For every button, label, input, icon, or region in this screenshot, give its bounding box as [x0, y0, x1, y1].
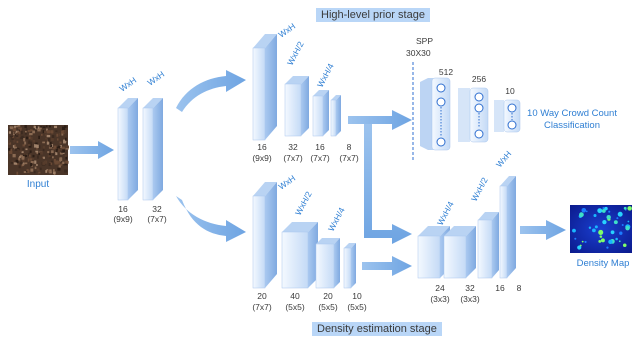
prior-layer2-dim: WxH/2 [285, 39, 306, 66]
prior-layer1-kernel: (9x9) [252, 153, 272, 163]
prior-layer-2 [284, 76, 309, 137]
fusion-layer-3 [477, 212, 499, 279]
prior-layer-3 [312, 90, 329, 137]
prior-layer2-channels: 32 [288, 142, 298, 152]
fusion-layer-2 [443, 226, 476, 279]
prior-layer1-dim: WxH [276, 21, 297, 40]
fc-256 [458, 87, 489, 143]
input-conv1-kernel: (9x9) [113, 214, 133, 224]
density-layer2-channels: 40 [290, 291, 300, 301]
fusion-layer2-dim: WxH/2 [469, 175, 490, 202]
density-layer-3 [315, 238, 340, 289]
density-layer-2 [281, 222, 318, 289]
prior-layer4-channels: 8 [347, 142, 352, 152]
prior-layer3-kernel: (7x7) [310, 153, 330, 163]
arrow-to-density-map [520, 220, 566, 240]
fc-10 [494, 99, 521, 133]
density-layer-1 [252, 182, 277, 289]
input-image [8, 125, 69, 176]
prior-layer1-channels: 16 [257, 142, 267, 152]
fusion-layer1-kernel: (3x3) [430, 294, 450, 304]
fusion-layer4-channels: 8 [517, 283, 522, 293]
prior-layer-4 [330, 95, 341, 137]
fusion-layer1-channels: 24 [435, 283, 445, 293]
spp-title: SPP [416, 36, 433, 46]
prior-layer3-dim: WxH/4 [315, 61, 336, 88]
density-layer1-kernel: (7x7) [252, 302, 272, 312]
density-layer3-kernel: (5x5) [318, 302, 338, 312]
density-map-label: Density Map [577, 258, 630, 269]
stage-title-top: High-level prior stage [316, 8, 430, 22]
arrow-to-density [176, 196, 246, 242]
arrow-prior-to-spp [348, 110, 412, 130]
input-conv1-channels: 16 [118, 204, 128, 214]
density-layer1-channels: 20 [257, 291, 267, 301]
prior-layer-1 [252, 34, 277, 141]
fusion-layer4-dim: WxH [494, 149, 514, 170]
arrow-prior-to-fusion [364, 124, 412, 244]
density-layer4-kernel: (5x5) [347, 302, 367, 312]
fusion-layer-4 [499, 176, 516, 279]
fusion-layer2-channels: 32 [465, 283, 475, 293]
classification-label-line1: 10 Way Crowd Count [527, 108, 617, 119]
prior-layer3-channels: 16 [315, 142, 325, 152]
density-layer3-dim: WxH/4 [326, 205, 347, 232]
input-label: Input [27, 179, 49, 190]
fusion-layer3-channels: 16 [495, 283, 505, 293]
input-conv-2 [142, 98, 163, 201]
density-map-image [570, 205, 632, 253]
input-conv2-dim: WxH [145, 69, 166, 88]
arrow-to-prior [176, 70, 246, 112]
fusion-layer1-dim: WxH/4 [435, 199, 456, 226]
density-layer-4 [343, 243, 356, 289]
prior-layer4-kernel: (7x7) [339, 153, 359, 163]
arrow-density-to-fusion [362, 256, 412, 276]
stage-title-bottom: Density estimation stage [312, 322, 442, 336]
prior-layer2-kernel: (7x7) [283, 153, 303, 163]
fc-512-label: 512 [439, 67, 453, 77]
fc-256-label: 256 [472, 74, 486, 84]
density-layer1-dim: WxH [276, 173, 297, 192]
density-layer2-dim: WxH/2 [293, 189, 314, 216]
spp-size: 30X30 [406, 48, 431, 58]
input-conv1-dim: WxH [117, 75, 138, 94]
input-conv2-channels: 32 [152, 204, 162, 214]
fc-10-label: 10 [505, 86, 515, 96]
density-layer4-channels: 10 [352, 291, 362, 301]
arrow-input [70, 141, 114, 159]
input-conv-1 [117, 98, 138, 201]
fc-512 [420, 77, 451, 151]
density-layer3-channels: 20 [323, 291, 333, 301]
input-conv2-kernel: (7x7) [147, 214, 167, 224]
density-layer2-kernel: (5x5) [285, 302, 305, 312]
classification-label-line2: Classification [544, 120, 600, 131]
fusion-layer2-kernel: (3x3) [460, 294, 480, 304]
